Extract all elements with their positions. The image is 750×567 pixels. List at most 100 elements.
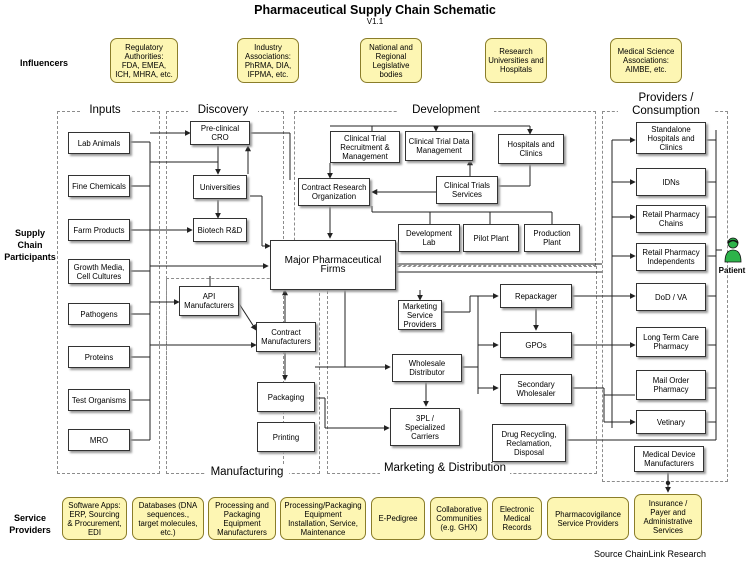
gpos: GPOs: [500, 332, 572, 358]
box-line: Equipment: [304, 509, 342, 519]
box-line: Industry: [254, 42, 282, 52]
row-label-influencers: Influencers: [19, 58, 68, 68]
input-lab-animals: Lab Animals: [68, 132, 130, 154]
box-line: bodies: [379, 69, 403, 79]
box-line: Management: [342, 151, 388, 161]
box-line: Clinical Trial: [343, 133, 387, 143]
box-line: Pre-clinical CRO: [200, 124, 240, 142]
box-line: Retail Pharmacy: [642, 248, 700, 257]
box-line: Production: [533, 229, 571, 238]
service-e-pedigree: E-Pedigree: [371, 497, 425, 540]
box-line: Packaging: [267, 392, 305, 402]
dev-pilot-plant: Pilot Plant: [463, 224, 519, 252]
row-label-line: Service: [13, 513, 47, 523]
box-line: Research: [499, 47, 533, 56]
box-line: Regulatory: [125, 42, 163, 52]
box-line: Service: [406, 310, 433, 320]
box-line: Medical Science: [617, 47, 675, 56]
patient-icon: [724, 237, 742, 263]
region-title-providers: Providers / Consumption: [618, 92, 714, 118]
box-line: Contract: [271, 328, 301, 337]
box-line: Pharmacy: [653, 385, 689, 394]
box-line: Payer and: [650, 508, 686, 517]
drug-recycling: Drug Recycling,Reclamation,Disposal: [492, 424, 566, 462]
box-line: Electronic: [499, 505, 535, 514]
box-line: Reclamation,: [506, 438, 552, 448]
box-line: Pharmacovigilance: [555, 509, 621, 519]
box-line: Installation, Service,: [288, 518, 358, 528]
row-label-service-providers: Service Providers: [4, 512, 56, 536]
box-line: Test Organisms: [71, 395, 127, 405]
box-line: FDA, EMEA,: [121, 60, 167, 70]
input-test-organisms: Test Organisms: [68, 389, 130, 411]
box-line: PhRMA, DIA,: [244, 60, 292, 70]
box-line: Hospitals: [499, 65, 533, 74]
box-line: Chains: [658, 219, 684, 228]
box-line: Services: [653, 526, 683, 535]
box-line: Authorities:: [124, 51, 164, 61]
discovery-biotech-rd: Biotech R&D: [193, 218, 247, 242]
box-line: Independents: [647, 257, 695, 266]
box-line: Specialized: [405, 422, 445, 432]
box-line: Processing and: [215, 500, 269, 510]
source-credit: Source ChainLink Research: [593, 549, 707, 559]
box-line: Collaborative: [436, 505, 482, 514]
box-line: National and: [369, 42, 413, 52]
box-line: Lab: [422, 238, 436, 247]
row-label-line: Participants: [4, 252, 56, 262]
version-label: V1.1: [366, 17, 384, 26]
printing: Printing: [257, 422, 315, 452]
box-line: GPOs: [525, 340, 547, 350]
row-label-supply-chain: Supply Chain Participants: [4, 227, 56, 263]
box-line: Software Apps:: [68, 500, 121, 510]
box-line: Clinical Trials: [444, 181, 490, 190]
box-line: Distributor: [409, 368, 445, 377]
box-line: Repackager: [514, 291, 558, 301]
box-line: MRO: [89, 435, 109, 445]
box-line: Processing/Packaging: [284, 500, 362, 510]
input-mro: MRO: [68, 429, 130, 451]
major-pharmaceutical-firms: Major Pharmaceutical Firms: [270, 240, 396, 290]
box-line: target molecules,: [138, 518, 198, 528]
box-line: ERP, Sourcing: [69, 509, 120, 519]
input-growth-media: Growth Media,Cell Cultures: [68, 259, 130, 284]
region-title-inputs: Inputs: [80, 104, 130, 116]
box-line: Regional: [375, 51, 407, 61]
patient-label: Patient: [718, 266, 746, 275]
box-line: Services: [452, 190, 482, 199]
box-line: E-Pedigree: [378, 514, 418, 523]
box-line: Pathogens: [80, 309, 118, 319]
box-line: Wholesale: [408, 359, 446, 368]
box-line: Insurance /: [648, 499, 688, 508]
box-line: & Procurement,: [67, 518, 122, 528]
repackager: Repackager: [500, 284, 572, 308]
box-line: Cell Cultures: [76, 271, 122, 281]
provider-vetinary: Vetinary: [636, 410, 706, 434]
box-line: 3PL /: [416, 413, 434, 423]
box-line: EDI: [87, 527, 101, 537]
box-line: ICH, MHRA, etc.: [115, 69, 173, 79]
input-farm-products: Farm Products: [68, 219, 130, 241]
box-line: IDNs: [662, 177, 680, 187]
box-line: Administrative: [643, 517, 693, 526]
box-line: Legislative: [372, 60, 410, 70]
region-title-marketing: Marketing & Distribution: [380, 462, 510, 474]
